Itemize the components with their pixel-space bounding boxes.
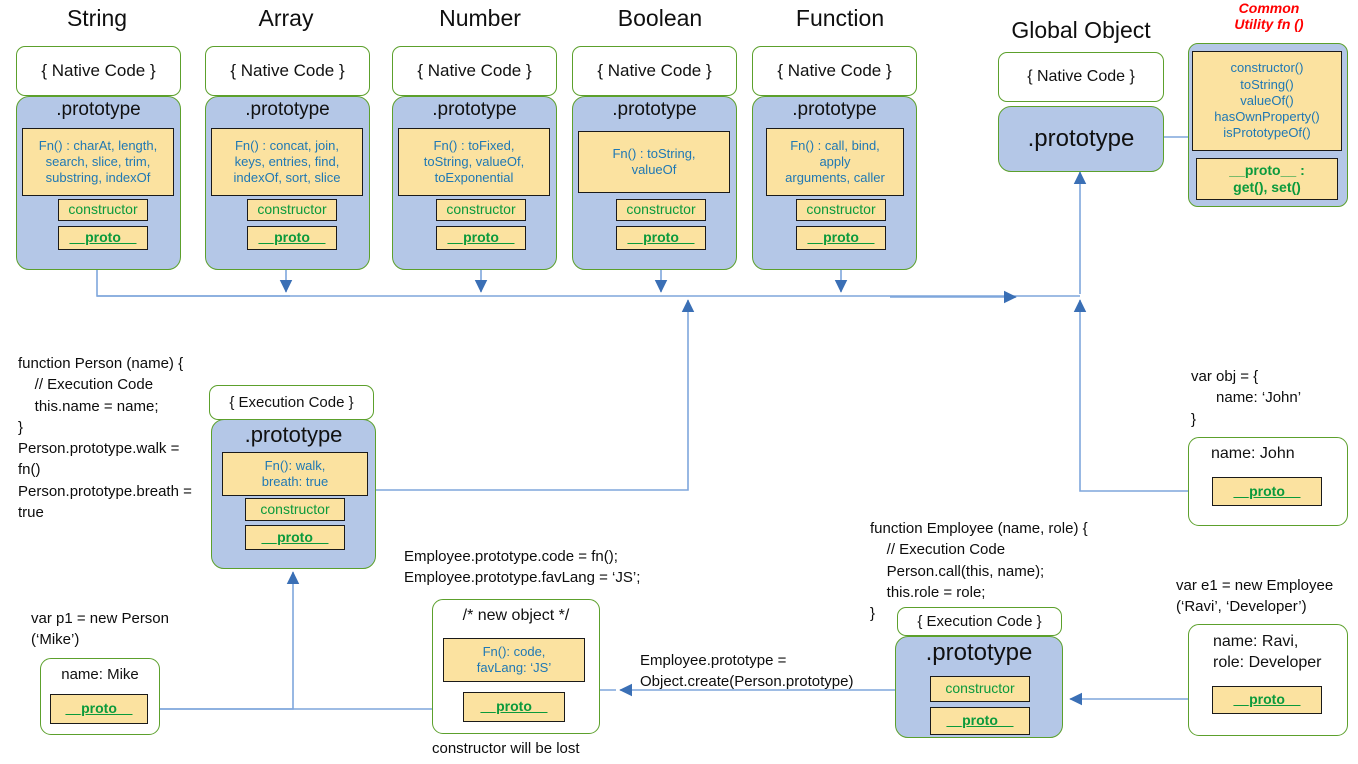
builtin-title-array: Array xyxy=(258,5,314,31)
execution-code-employee: { Execution Code } xyxy=(897,607,1062,636)
proto-label-function: __proto__ xyxy=(807,229,875,246)
builtin-title-number: Number xyxy=(439,5,521,31)
proto-box-employee: __proto__ xyxy=(930,707,1030,735)
prototype-label-string: .prototype xyxy=(56,99,141,120)
proto-label-string: __proto__ xyxy=(69,229,137,246)
builtin-title-string: String xyxy=(66,5,128,31)
e1-proto-label: __proto__ xyxy=(1233,691,1301,708)
obj-proto-box: __proto__ xyxy=(1212,477,1322,506)
proto-label-array: __proto__ xyxy=(258,229,326,246)
methods-box-person: Fn(): walk, breath: true xyxy=(222,452,368,496)
proto-box-boolean: __proto__ xyxy=(616,226,706,250)
proto-box-string: __proto__ xyxy=(58,226,148,250)
prototype-label-number: .prototype xyxy=(432,99,517,120)
methods-box-function: Fn() : call, bind, apply arguments, call… xyxy=(766,128,904,196)
prototype-label-function: .prototype xyxy=(792,99,877,120)
employee-code: function Employee (name, role) { // Exec… xyxy=(870,520,1088,623)
native-code-number: { Native Code } xyxy=(392,46,557,96)
constructor-box-person: constructor xyxy=(245,498,345,521)
common-utility-title: Common Utility fn () xyxy=(1234,0,1304,33)
methods-box-boolean: Fn() : toString, valueOf xyxy=(578,131,730,193)
prototype-label-boolean: .prototype xyxy=(612,99,697,120)
constructor-box-number: constructor xyxy=(436,199,526,221)
native-code-boolean: { Native Code } xyxy=(572,46,737,96)
obj-code: var obj = { name: ‘John’ } xyxy=(1191,368,1302,428)
execution-code-person: { Execution Code } xyxy=(209,385,374,420)
global-object-title: Global Object xyxy=(1011,17,1151,43)
e1-code: var e1 = new Employee (‘Ravi’, ‘Develope… xyxy=(1176,577,1334,616)
obj-proto-label: __proto__ xyxy=(1233,482,1301,499)
prototype-label-array: .prototype xyxy=(245,99,330,120)
p1-header: name: Mike xyxy=(61,666,139,683)
builtin-title-boolean: Boolean xyxy=(617,5,703,31)
common-utility-methods: constructor() toString() valueOf() hasOw… xyxy=(1192,51,1342,151)
proto-box-function: __proto__ xyxy=(796,226,886,250)
prototype-label-employee: .prototype xyxy=(925,639,1033,666)
constructor-box-array: constructor xyxy=(247,199,337,221)
new-object-proto-box: __proto__ xyxy=(463,692,565,722)
native-code-array: { Native Code } xyxy=(205,46,370,96)
common-utility-proto: __proto__ : get(), set() xyxy=(1196,158,1338,200)
p1-proto-box: __proto__ xyxy=(50,694,148,724)
methods-box-number: Fn() : toFixed, toString, valueOf, toExp… xyxy=(398,128,550,196)
person-code: function Person (name) { // Execution Co… xyxy=(18,355,192,522)
p1-proto-label: __proto__ xyxy=(65,700,133,717)
proto-box-person: __proto__ xyxy=(245,525,345,550)
proto-label-boolean: __proto__ xyxy=(627,229,695,246)
constructor-box-string: constructor xyxy=(58,199,148,221)
proto-label-number: __proto__ xyxy=(447,229,515,246)
object-create-note: Employee.prototype = Object.create(Perso… xyxy=(640,652,854,691)
new-object-caption: constructor will be lost xyxy=(432,740,580,757)
native-code-function: { Native Code } xyxy=(752,46,917,96)
constructor-box-boolean: constructor xyxy=(616,199,706,221)
native-code-global: { Native Code } xyxy=(998,52,1164,102)
proto-box-number: __proto__ xyxy=(436,226,526,250)
prototype-box-global: .prototype xyxy=(998,106,1164,172)
p1-code: var p1 = new Person (‘Mike’) xyxy=(31,610,169,649)
obj-header: name: John xyxy=(1211,445,1295,462)
e1-object-box: name: Ravi, role: Developer xyxy=(1188,624,1348,736)
methods-box-array: Fn() : concat, join, keys, entries, find… xyxy=(211,128,363,196)
prototype-label-person: .prototype xyxy=(244,422,343,447)
proto-label-person: __proto__ xyxy=(261,528,329,545)
new-object-proto-label: __proto__ xyxy=(480,698,548,715)
employee-prototype-assignments: Employee.prototype.code = fn(); Employee… xyxy=(404,548,641,587)
builtin-title-function: Function xyxy=(795,5,885,31)
proto-label-employee: __proto__ xyxy=(946,712,1014,729)
e1-header: name: Ravi, role: Developer xyxy=(1213,633,1322,671)
new-object-header: /* new object */ xyxy=(462,607,570,624)
constructor-box-employee: constructor xyxy=(930,676,1030,702)
prototype-label-global: .prototype xyxy=(1027,124,1135,152)
constructor-box-function: constructor xyxy=(796,199,886,221)
e1-proto-box: __proto__ xyxy=(1212,686,1322,714)
methods-box-string: Fn() : charAt, length, search, slice, tr… xyxy=(22,128,174,196)
new-object-methods: Fn(): code, favLang: ‘JS’ xyxy=(443,638,585,682)
native-code-string: { Native Code } xyxy=(16,46,181,96)
proto-box-array: __proto__ xyxy=(247,226,337,250)
